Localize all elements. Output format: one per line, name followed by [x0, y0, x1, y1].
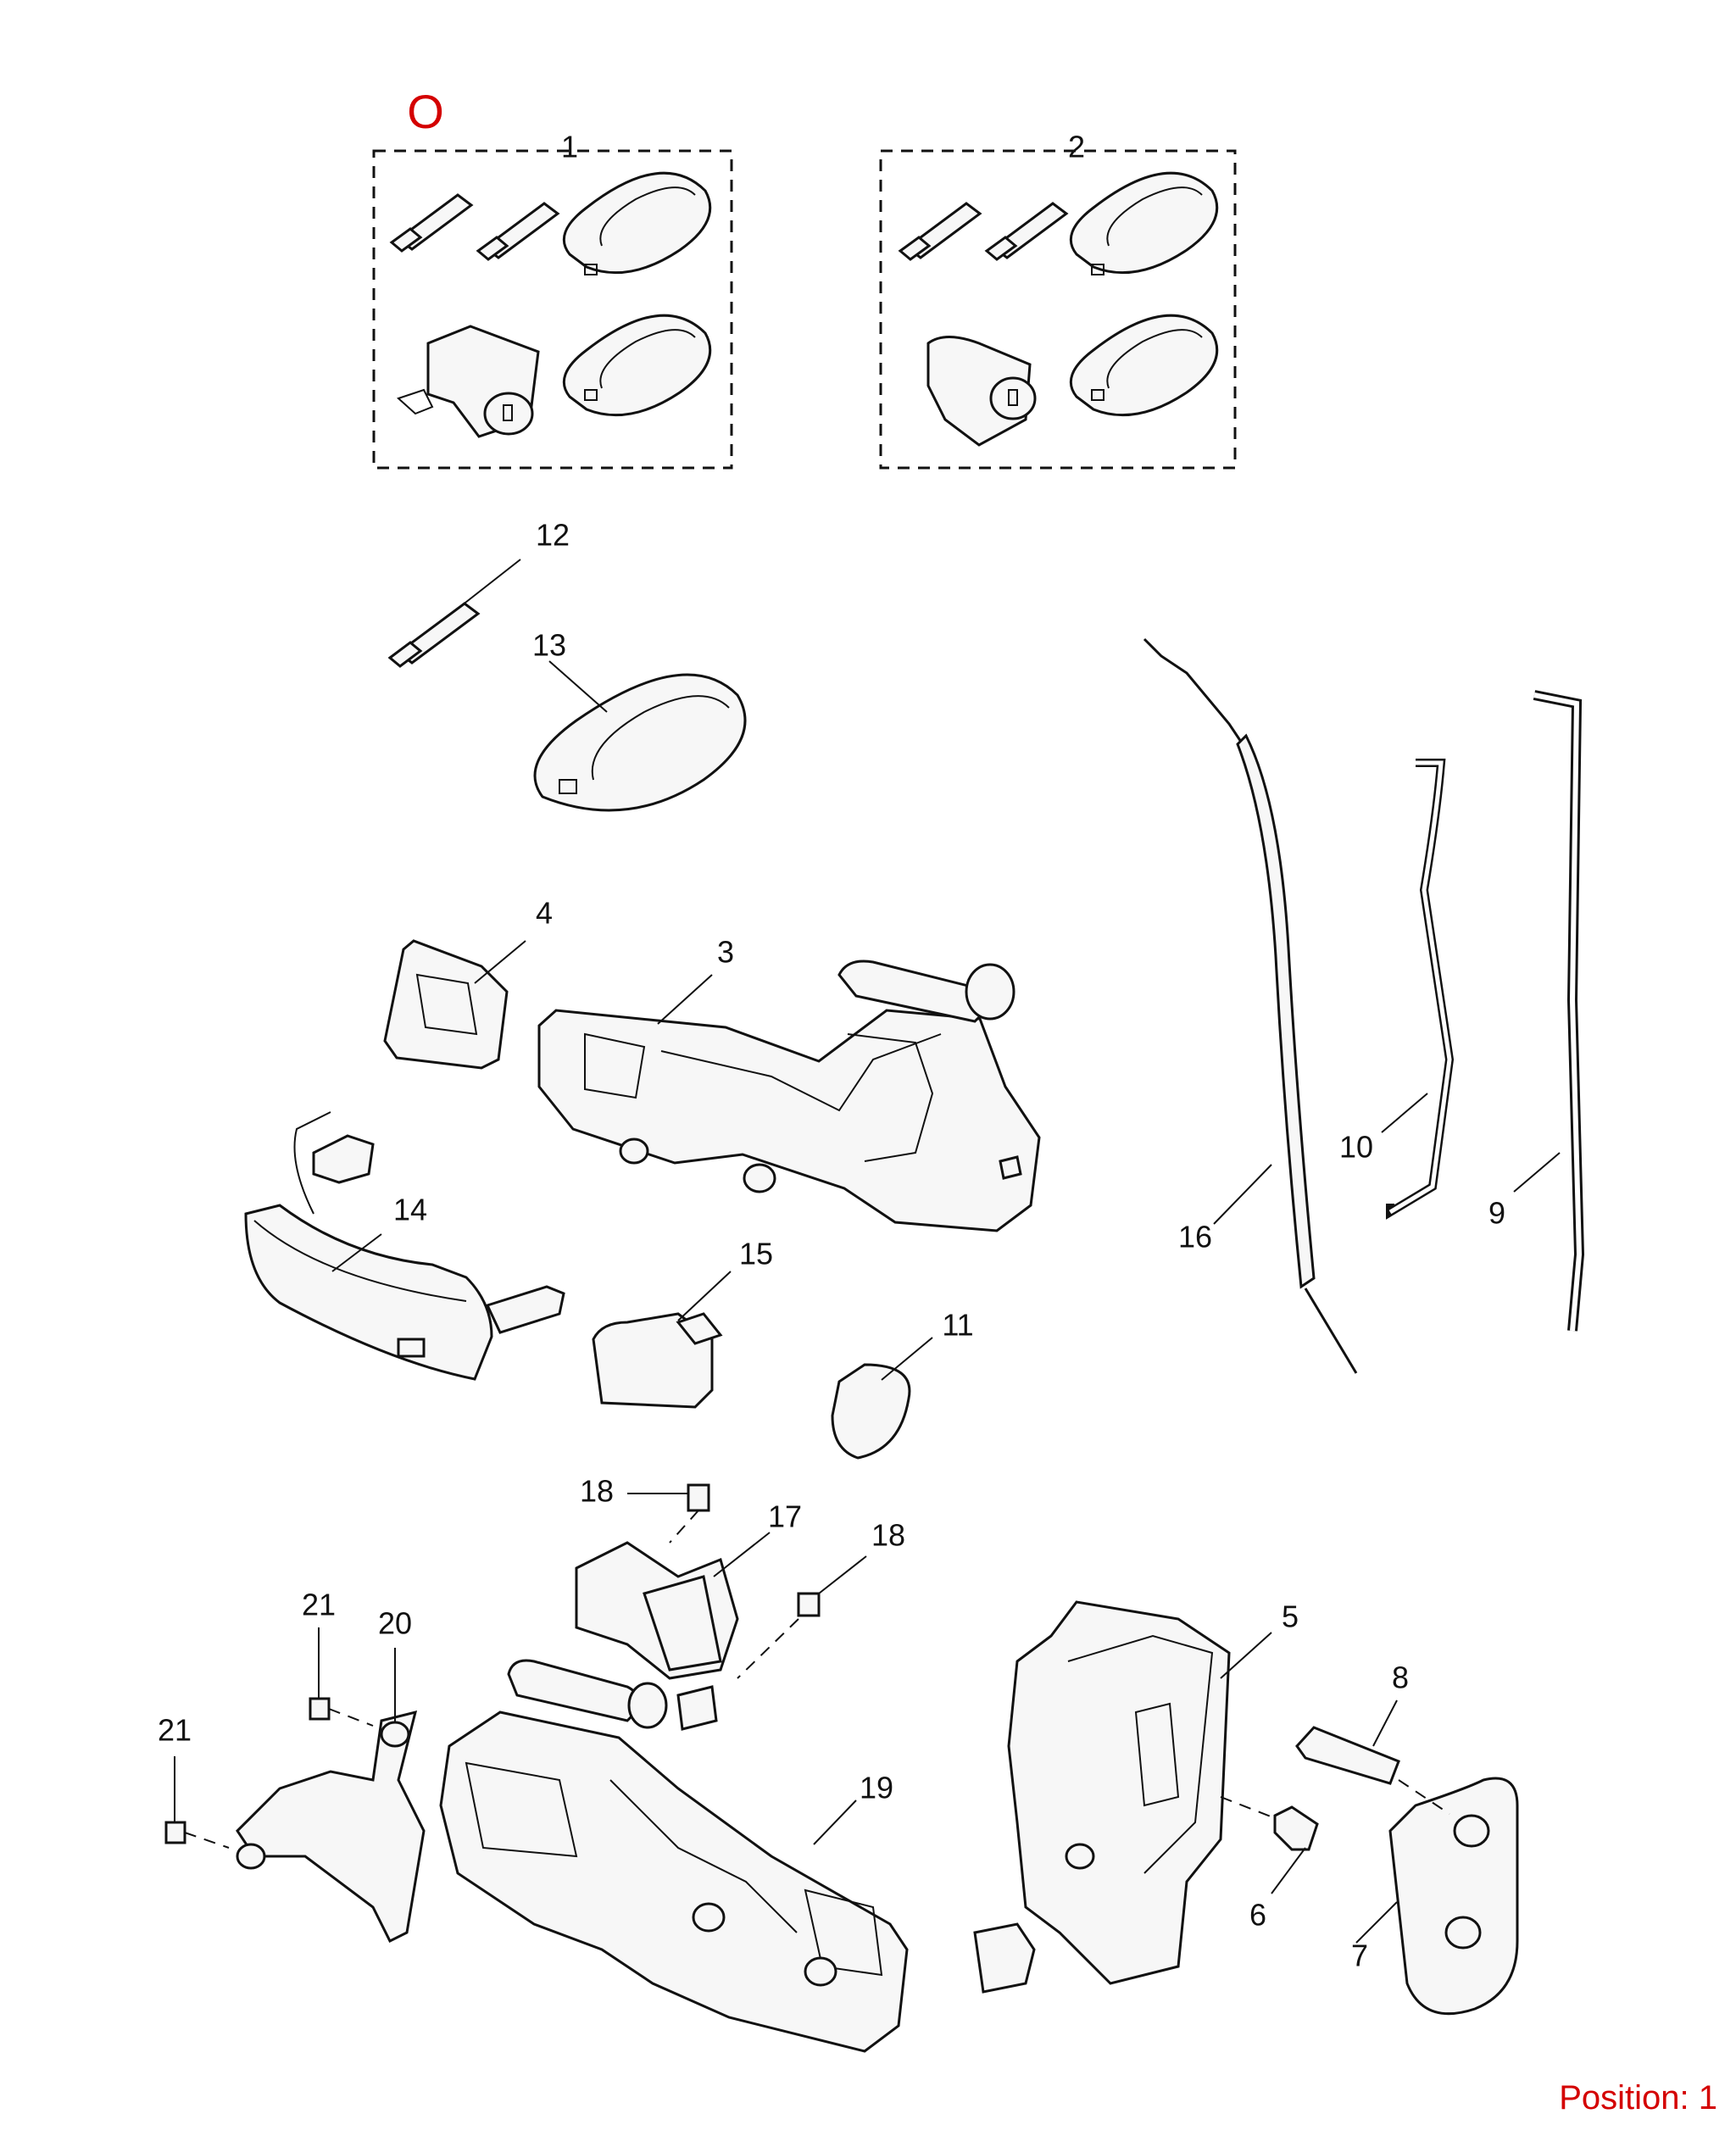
key-blade-part-12[interactable]: 12 — [387, 518, 570, 668]
handle-carrier-part-3[interactable]: 3 — [537, 935, 1041, 1232]
callout-18b: 18 — [871, 1518, 905, 1553]
red-marker: O — [407, 85, 444, 138]
callout-12: 12 — [536, 518, 570, 553]
callout-1: 1 — [561, 130, 578, 164]
kit-2-group[interactable]: 2 — [879, 130, 1237, 470]
cap-part-15[interactable]: 15 — [592, 1237, 773, 1409]
control-rod-part-9[interactable]: 9 — [1488, 690, 1585, 1332]
callout-17: 17 — [768, 1499, 802, 1534]
bracket-part-17[interactable]: 17 — [575, 1499, 802, 1731]
key-blade-icon — [898, 202, 982, 261]
handle-cover-icon — [562, 171, 712, 275]
position-label: Position: 1 — [1559, 2079, 1717, 2117]
outer-handle-part-14[interactable]: 14 — [244, 1111, 565, 1381]
callout-6: 6 — [1249, 1898, 1266, 1933]
gasket-part-4[interactable]: 4 — [383, 896, 553, 1070]
callout-8: 8 — [1392, 1660, 1409, 1695]
lock-cylinder-icon — [397, 325, 540, 438]
bolt-part-6[interactable]: 6 — [1220, 1796, 1319, 1933]
callout-2: 2 — [1068, 130, 1085, 164]
callout-16: 16 — [1178, 1220, 1212, 1254]
kit-1-group[interactable]: 1 — [372, 130, 733, 470]
callout-13: 13 — [532, 628, 566, 663]
callout-4: 4 — [536, 896, 553, 931]
callout-3: 3 — [717, 935, 734, 970]
key-blade-icon — [984, 202, 1069, 261]
callout-10: 10 — [1339, 1130, 1373, 1165]
handle-cover-icon — [1069, 314, 1219, 417]
door-latch-part-5[interactable]: 5 — [973, 1599, 1299, 1994]
release-cable-part-16[interactable]: 16 — [1143, 637, 1358, 1374]
callout-21b: 21 — [158, 1713, 192, 1748]
lock-cylinder-icon — [926, 336, 1037, 447]
screw-part-18a[interactable]: 18 — [580, 1474, 710, 1544]
callout-21a: 21 — [302, 1588, 336, 1622]
inner-carrier-part-19[interactable]: 19 — [439, 1659, 909, 2053]
callout-19: 19 — [860, 1771, 893, 1805]
plug-part-11[interactable]: 11 — [831, 1308, 974, 1460]
callout-14: 14 — [393, 1193, 427, 1227]
callout-15: 15 — [739, 1237, 773, 1271]
control-rod-part-10[interactable]: 10 — [1339, 759, 1455, 1220]
key-blade-icon — [389, 193, 474, 253]
callout-7: 7 — [1351, 1939, 1368, 1973]
striker-pin-part-8[interactable]: 8 — [1295, 1660, 1409, 1785]
callout-20: 20 — [378, 1606, 412, 1641]
striker-plate-part-7[interactable]: 7 — [1351, 1777, 1519, 2016]
callout-9: 9 — [1488, 1196, 1505, 1231]
handle-cover-icon — [562, 314, 712, 417]
handle-cover-icon — [1069, 171, 1219, 275]
callout-11: 11 — [942, 1308, 973, 1343]
callout-5: 5 — [1282, 1599, 1299, 1634]
key-blade-icon — [476, 202, 560, 261]
handle-cover-part-13[interactable]: 13 — [532, 628, 747, 812]
screw-part-21a[interactable]: 21 — [302, 1588, 374, 1727]
shield-part-20[interactable]: 20 — [236, 1606, 426, 1944]
screw-part-18b[interactable]: 18 — [737, 1518, 905, 1679]
callout-18a: 18 — [580, 1474, 614, 1509]
screw-part-21b[interactable]: 21 — [158, 1713, 230, 1849]
